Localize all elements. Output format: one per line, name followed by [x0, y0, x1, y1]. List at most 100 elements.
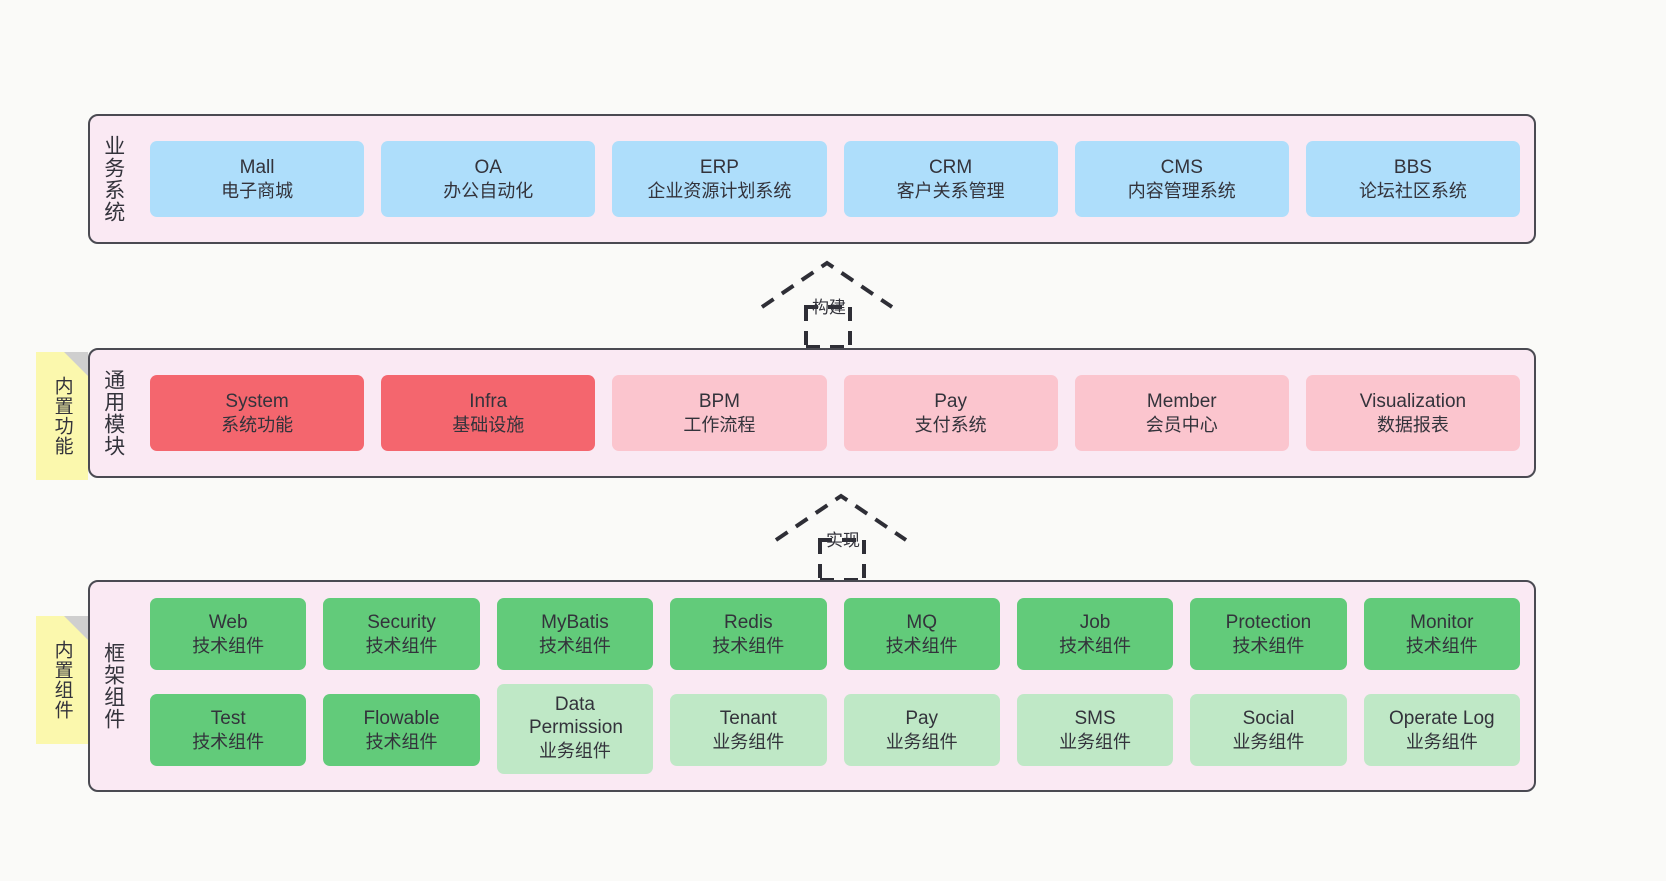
component-redis[interactable]: Redis 技术组件 — [670, 598, 827, 670]
module-erp-en: ERP — [699, 156, 739, 178]
layer-framework-components: 框架组件 Web 技术组件 Security 技术组件 MyBatis 技术组件… — [88, 580, 1536, 792]
module-bpm-cn: 工作流程 — [683, 414, 756, 435]
component-job-cn: 技术组件 — [1059, 635, 1132, 656]
component-protection[interactable]: Protection 技术组件 — [1190, 598, 1347, 670]
component-pay[interactable]: Pay 业务组件 — [843, 694, 1000, 766]
component-social-en: Social — [1242, 707, 1295, 729]
module-crm[interactable]: CRM 客户关系管理 — [843, 141, 1058, 217]
component-data-permission-en: Data Permission — [528, 694, 623, 739]
component-social-cn: 业务组件 — [1232, 731, 1305, 752]
component-data-permission[interactable]: Data Permission 业务组件 — [496, 684, 654, 774]
component-operate-log-en: Operate Log — [1388, 707, 1495, 729]
module-mall[interactable]: Mall 电子商城 — [150, 141, 365, 217]
component-protection-en: Protection — [1225, 611, 1312, 633]
component-mq-cn: 技术组件 — [885, 635, 958, 656]
module-member-en: Member — [1146, 390, 1217, 412]
component-redis-en: Redis — [724, 611, 773, 633]
framework-tech-row: Web 技术组件 Security 技术组件 MyBatis 技术组件 Redi… — [150, 598, 1520, 670]
component-security-en: Security — [367, 611, 436, 633]
component-redis-cn: 技术组件 — [712, 635, 785, 656]
module-oa[interactable]: OA 办公自动化 — [381, 141, 596, 217]
module-system-cn: 系统功能 — [221, 414, 294, 435]
module-erp[interactable]: ERP 企业资源计划系统 — [612, 141, 827, 217]
framework-biz-row: Test 技术组件 Flowable 技术组件 Data Permission … — [150, 684, 1520, 774]
component-mybatis-en: MyBatis — [541, 611, 609, 633]
component-data-permission-cn: 业务组件 — [538, 740, 611, 761]
component-mybatis-cn: 技术组件 — [538, 635, 611, 656]
common-row: System 系统功能 Infra 基础设施 BPM 工作流程 Pay 支付系统… — [150, 375, 1521, 451]
module-crm-cn: 客户关系管理 — [896, 180, 1005, 201]
layer-business-body: Mall 电子商城 OA 办公自动化 ERP 企业资源计划系统 CRM 客户关系… — [136, 116, 1534, 242]
module-visualization[interactable]: Visualization 数据报表 — [1305, 375, 1521, 451]
component-operate-log[interactable]: Operate Log 业务组件 — [1363, 694, 1520, 766]
connector-build-label: 构建 — [812, 298, 846, 317]
component-job-en: Job — [1079, 611, 1111, 633]
module-bbs-en: BBS — [1393, 156, 1432, 178]
module-oa-cn: 办公自动化 — [443, 180, 534, 201]
component-flowable-cn: 技术组件 — [365, 731, 438, 752]
module-member-cn: 会员中心 — [1145, 414, 1218, 435]
component-protection-cn: 技术组件 — [1232, 635, 1305, 656]
connector-implement-label: 实现 — [826, 531, 860, 550]
module-oa-en: OA — [474, 156, 502, 178]
layer-common-body: System 系统功能 Infra 基础设施 BPM 工作流程 Pay 支付系统… — [136, 350, 1534, 476]
module-member[interactable]: Member 会员中心 — [1074, 375, 1289, 451]
layer-common-modules: 通用模块 System 系统功能 Infra 基础设施 BPM 工作流程 Pay… — [88, 348, 1536, 478]
module-bpm[interactable]: BPM 工作流程 — [612, 375, 827, 451]
module-cms[interactable]: CMS 内容管理系统 — [1074, 141, 1289, 217]
module-bbs-cn: 论坛社区系统 — [1358, 180, 1467, 201]
module-erp-cn: 企业资源计划系统 — [647, 180, 792, 201]
business-row: Mall 电子商城 OA 办公自动化 ERP 企业资源计划系统 CRM 客户关系… — [150, 141, 1521, 217]
component-tenant-en: Tenant — [719, 707, 777, 729]
component-sms-cn: 业务组件 — [1059, 731, 1132, 752]
module-bpm-en: BPM — [698, 390, 741, 412]
component-social[interactable]: Social 业务组件 — [1190, 694, 1347, 766]
module-mall-cn: 电子商城 — [221, 180, 294, 201]
module-bbs[interactable]: BBS 论坛社区系统 — [1305, 141, 1521, 217]
component-security[interactable]: Security 技术组件 — [323, 598, 480, 670]
component-mq-en: MQ — [906, 611, 937, 633]
module-visualization-en: Visualization — [1359, 390, 1467, 412]
note-builtin-features-text: 内置功能 — [51, 376, 73, 456]
component-test-en: Test — [210, 707, 246, 729]
component-test[interactable]: Test 技术组件 — [150, 694, 307, 766]
layer-business-systems: 业务系统 Mall 电子商城 OA 办公自动化 ERP 企业资源计划系统 CRM… — [88, 114, 1536, 244]
component-monitor-en: Monitor — [1410, 611, 1474, 633]
component-job[interactable]: Job 技术组件 — [1016, 598, 1174, 670]
module-cms-en: CMS — [1160, 156, 1203, 178]
component-web-cn: 技术组件 — [192, 635, 265, 656]
module-system[interactable]: System 系统功能 — [150, 375, 365, 451]
module-system-en: System — [225, 390, 289, 412]
module-pay[interactable]: Pay 支付系统 — [843, 375, 1058, 451]
module-pay-cn: 支付系统 — [914, 414, 987, 435]
module-mall-en: Mall — [239, 156, 275, 178]
component-operate-log-cn: 业务组件 — [1405, 731, 1478, 752]
module-infra-cn: 基础设施 — [452, 414, 525, 435]
module-pay-en: Pay — [934, 390, 967, 412]
module-infra[interactable]: Infra 基础设施 — [381, 375, 596, 451]
component-pay-cn: 业务组件 — [885, 731, 958, 752]
layer-business-title: 业务系统 — [101, 135, 125, 223]
component-flowable-en: Flowable — [363, 707, 440, 729]
note-builtin-components-text: 内置组件 — [51, 640, 73, 720]
component-mybatis[interactable]: MyBatis 技术组件 — [496, 598, 654, 670]
note-builtin-components: 内置组件 — [36, 616, 88, 744]
component-web[interactable]: Web 技术组件 — [150, 598, 307, 670]
layer-framework-body: Web 技术组件 Security 技术组件 MyBatis 技术组件 Redi… — [136, 582, 1534, 790]
component-sms[interactable]: SMS 业务组件 — [1016, 694, 1174, 766]
component-flowable[interactable]: Flowable 技术组件 — [323, 694, 480, 766]
layer-common-title: 通用模块 — [101, 369, 125, 457]
component-tenant-cn: 业务组件 — [712, 731, 785, 752]
component-monitor-cn: 技术组件 — [1405, 635, 1478, 656]
component-web-en: Web — [208, 611, 248, 633]
module-crm-en: CRM — [928, 156, 973, 178]
component-test-cn: 技术组件 — [192, 731, 265, 752]
layer-framework-title: 框架组件 — [101, 642, 125, 730]
module-infra-en: Infra — [469, 390, 508, 412]
component-tenant[interactable]: Tenant 业务组件 — [670, 694, 827, 766]
component-pay-en: Pay — [905, 707, 939, 729]
component-mq[interactable]: MQ 技术组件 — [843, 598, 1000, 670]
module-visualization-cn: 数据报表 — [1376, 414, 1449, 435]
component-monitor[interactable]: Monitor 技术组件 — [1363, 598, 1520, 670]
